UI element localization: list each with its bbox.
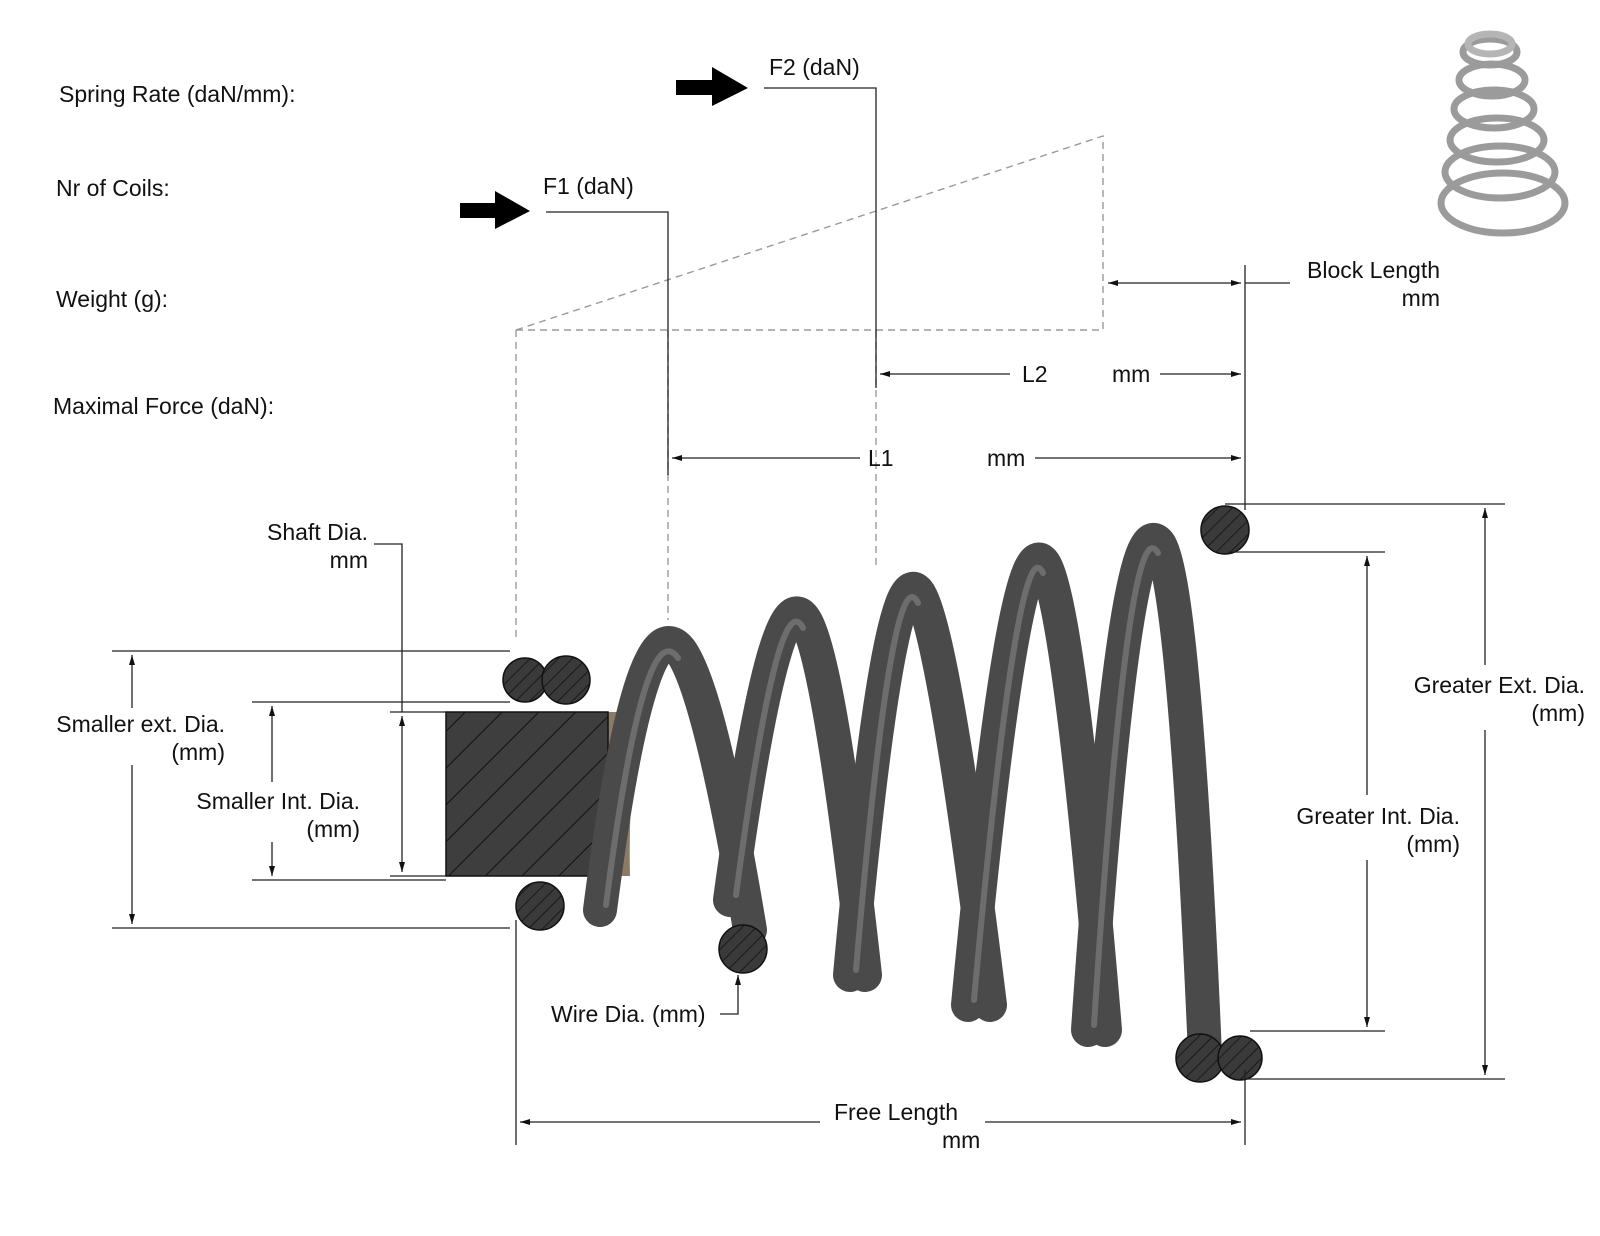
l2-label: L2 — [1022, 361, 1048, 387]
dimension-lines — [112, 87, 1505, 1145]
wire-section-bottom-right-2 — [1217, 1035, 1263, 1081]
greater-int-dia-label: Greater Int. Dia. — [1296, 803, 1460, 829]
conical-spring-icon — [1437, 30, 1569, 237]
free-length-label: Free Length — [834, 1099, 959, 1125]
l1-label: L1 — [868, 445, 894, 471]
wire-section-top-left — [502, 657, 548, 703]
force-arrows — [460, 67, 748, 229]
spring-coils — [583, 522, 1222, 1072]
maximal-force-label: Maximal Force (daN): — [53, 393, 275, 419]
wire-dia-label: Wire Dia. (mm) — [551, 1001, 706, 1027]
wire-section-bottom-left — [515, 881, 565, 931]
smaller-ext-dia-unit: (mm) — [171, 739, 225, 765]
greater-ext-dia-unit: (mm) — [1531, 700, 1585, 726]
smaller-int-dia-unit: (mm) — [306, 816, 360, 842]
shaft-dia-label: Shaft Dia. — [267, 519, 368, 545]
f1-label: F1 (daN) — [543, 173, 634, 199]
greater-int-dia-unit: (mm) — [1406, 831, 1460, 857]
f2-label: F2 (daN) — [769, 54, 860, 80]
l2-unit: mm — [1112, 361, 1151, 387]
spring-rate-label: Spring Rate (daN/mm): — [59, 81, 296, 107]
greater-ext-dia-label: Greater Ext. Dia. — [1413, 672, 1585, 698]
shaft-dia-unit: mm — [329, 547, 368, 573]
l1-unit: mm — [987, 445, 1026, 471]
f1-arrow-icon — [460, 191, 530, 229]
smaller-int-dia-label: Smaller Int. Dia. — [196, 788, 360, 814]
block-length-unit: mm — [1401, 285, 1440, 311]
smaller-ext-dia-label: Smaller ext. Dia. — [56, 711, 225, 737]
nr-of-coils-label: Nr of Coils: — [56, 175, 170, 201]
f2-arrow-icon — [676, 67, 748, 106]
wire-section-top-right — [1200, 505, 1250, 555]
wire-cross-sections — [502, 505, 1263, 1083]
block-length-label: Block Length — [1307, 257, 1440, 283]
wire-section-bottom-right — [1175, 1033, 1225, 1083]
wire-section-top-left-2 — [541, 655, 591, 705]
wire-section-wire-dia — [718, 924, 768, 974]
weight-label: Weight (g): — [56, 286, 169, 312]
free-length-unit: mm — [942, 1127, 981, 1153]
